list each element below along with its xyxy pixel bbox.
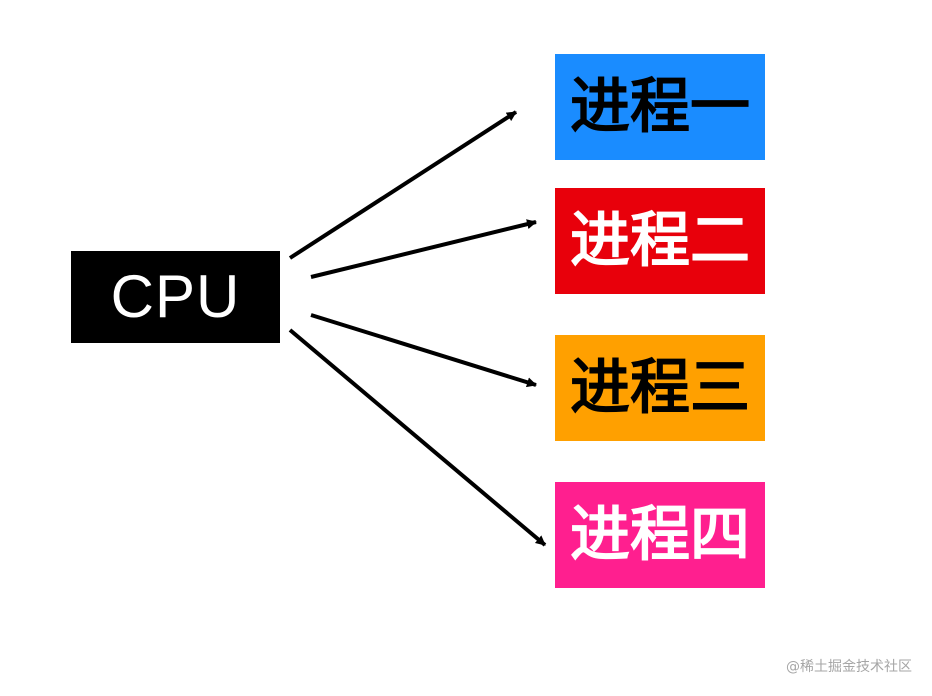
arrow-to-process-4 xyxy=(288,328,547,547)
process-3-box: 进程三 xyxy=(555,335,765,441)
arrow-to-process-2 xyxy=(310,219,537,279)
process-1-box: 进程一 xyxy=(555,54,765,160)
process-2-box: 进程二 xyxy=(555,188,765,294)
cpu-box: CPU xyxy=(71,251,280,343)
process-4-box: 进程四 xyxy=(555,482,765,588)
watermark: @稀土掘金技术社区 xyxy=(786,659,912,675)
arrow-to-process-1 xyxy=(288,110,518,260)
arrow-to-process-3 xyxy=(310,313,537,388)
